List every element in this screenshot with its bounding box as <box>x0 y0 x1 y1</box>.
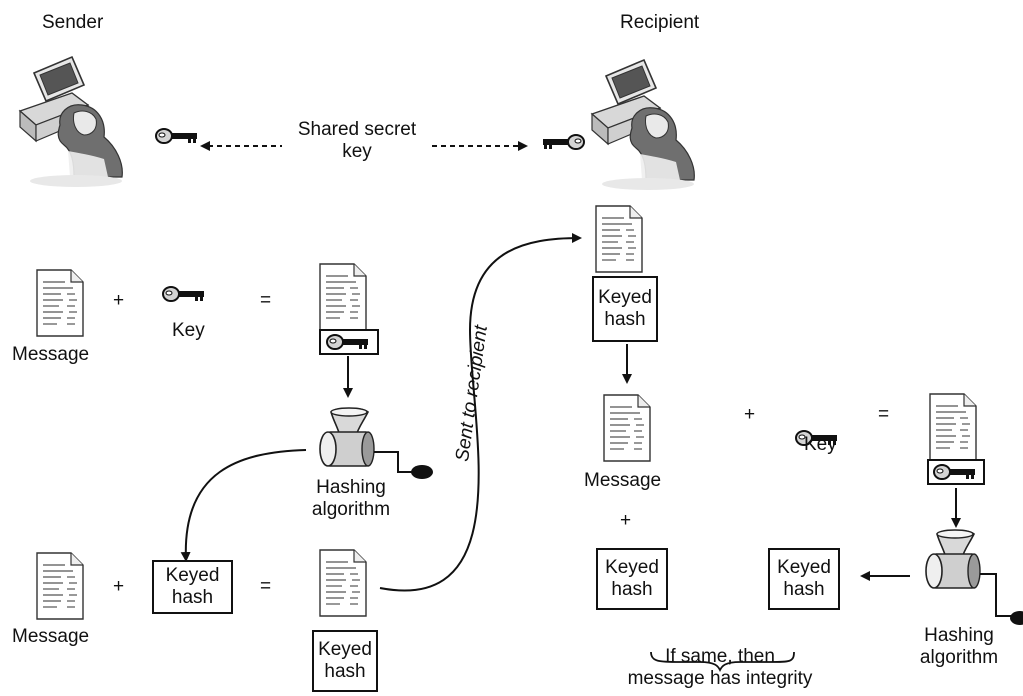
recipient-computed-keyed-hash-line1: Keyed <box>777 557 831 578</box>
shared-secret-key-line1: Shared secret <box>297 119 417 140</box>
sender-computer-icon <box>19 56 124 188</box>
equals-sign-1: = <box>260 290 272 311</box>
integrity-result-line2: message has integrity <box>627 668 813 689</box>
recipient-computed-keyed-hash-box: Keyed hash <box>768 548 840 610</box>
plus-sign-2: + <box>113 576 125 597</box>
sender-message-label: Message <box>12 344 90 365</box>
arrow-sent-to-recipient <box>379 233 582 592</box>
sender-output-keyed-hash-box: Keyed hash <box>312 630 378 692</box>
recipient-hash-crank <box>980 573 1012 617</box>
recipient-message-keyed-hash-box: Keyed hash <box>596 548 668 610</box>
recipient-received-keyed-hash-line1: Keyed <box>598 287 652 308</box>
integrity-result-line1: If same, then <box>665 646 775 667</box>
recipient-message-keyed-hash-line1: Keyed <box>605 557 659 578</box>
recipient-received-keyed-hash-box: Keyed hash <box>592 276 658 342</box>
recipient-plus-sign: + <box>620 510 632 531</box>
sender-output-document-icon <box>319 549 367 617</box>
sender-hashing-algorithm-label: Hashing algorithm <box>296 477 406 521</box>
recipient-hashing-algorithm-label: Hashing algorithm <box>904 625 1014 669</box>
recipient-document-with-key-icon <box>929 393 977 461</box>
recipient-message-label: Message <box>584 470 662 491</box>
recipient-hash-crank-knob <box>1010 611 1023 625</box>
sender-heading: Sender <box>42 12 104 33</box>
sender-message-label-2: Message <box>12 626 90 647</box>
sender-keyed-hash-line1: Keyed <box>165 565 220 586</box>
recipient-key-label: Key <box>804 434 837 455</box>
recipient-received-keyed-hash-line2: hash <box>604 309 646 330</box>
recipient-message-document-icon <box>603 394 651 462</box>
recipient-hashing-line2: algorithm <box>919 647 999 668</box>
arrow-hash-to-keyed <box>180 449 307 562</box>
integrity-result-label: If same, then message has integrity <box>600 646 840 690</box>
sender-output-keyed-hash-line2: hash <box>324 661 366 682</box>
sender-hashing-line1: Hashing <box>316 477 386 498</box>
recipient-hashing-machine-icon <box>925 529 981 589</box>
sender-hash-crank-knob <box>411 465 433 479</box>
recipient-hashing-line1: Hashing <box>924 625 994 646</box>
sender-key-icon <box>155 128 198 144</box>
sender-hashing-machine-icon <box>319 407 375 467</box>
recipient-computer-icon <box>591 59 696 191</box>
sender-message-document-icon-2 <box>36 552 84 620</box>
recipient-computed-keyed-hash-line2: hash <box>783 579 825 600</box>
shared-secret-key-line2: key <box>342 141 372 162</box>
equals-sign-3: = <box>878 404 890 425</box>
comparison-brace <box>650 651 795 673</box>
sender-hashing-line2: algorithm <box>311 499 391 520</box>
sender-hash-crank <box>374 451 412 473</box>
sender-key-label: Key <box>172 320 205 341</box>
recipient-message-keyed-hash-line2: hash <box>611 579 653 600</box>
plus-sign-1: + <box>113 290 125 311</box>
sender-document-with-key-icon <box>319 263 367 331</box>
sender-key-icon-2 <box>162 286 205 302</box>
sender-message-document-icon <box>36 269 84 337</box>
sender-keyed-hash-box: Keyed hash <box>152 560 233 614</box>
sender-output-keyed-hash-line1: Keyed <box>318 639 372 660</box>
plus-sign-3: + <box>744 404 756 425</box>
shared-secret-key-label: Shared secret key <box>282 119 432 163</box>
recipient-key-icon <box>542 134 585 150</box>
recipient-heading: Recipient <box>620 12 700 33</box>
equals-sign-2: = <box>260 576 272 597</box>
recipient-received-document-icon <box>595 205 643 273</box>
sender-keyed-hash-line2: hash <box>171 587 214 608</box>
